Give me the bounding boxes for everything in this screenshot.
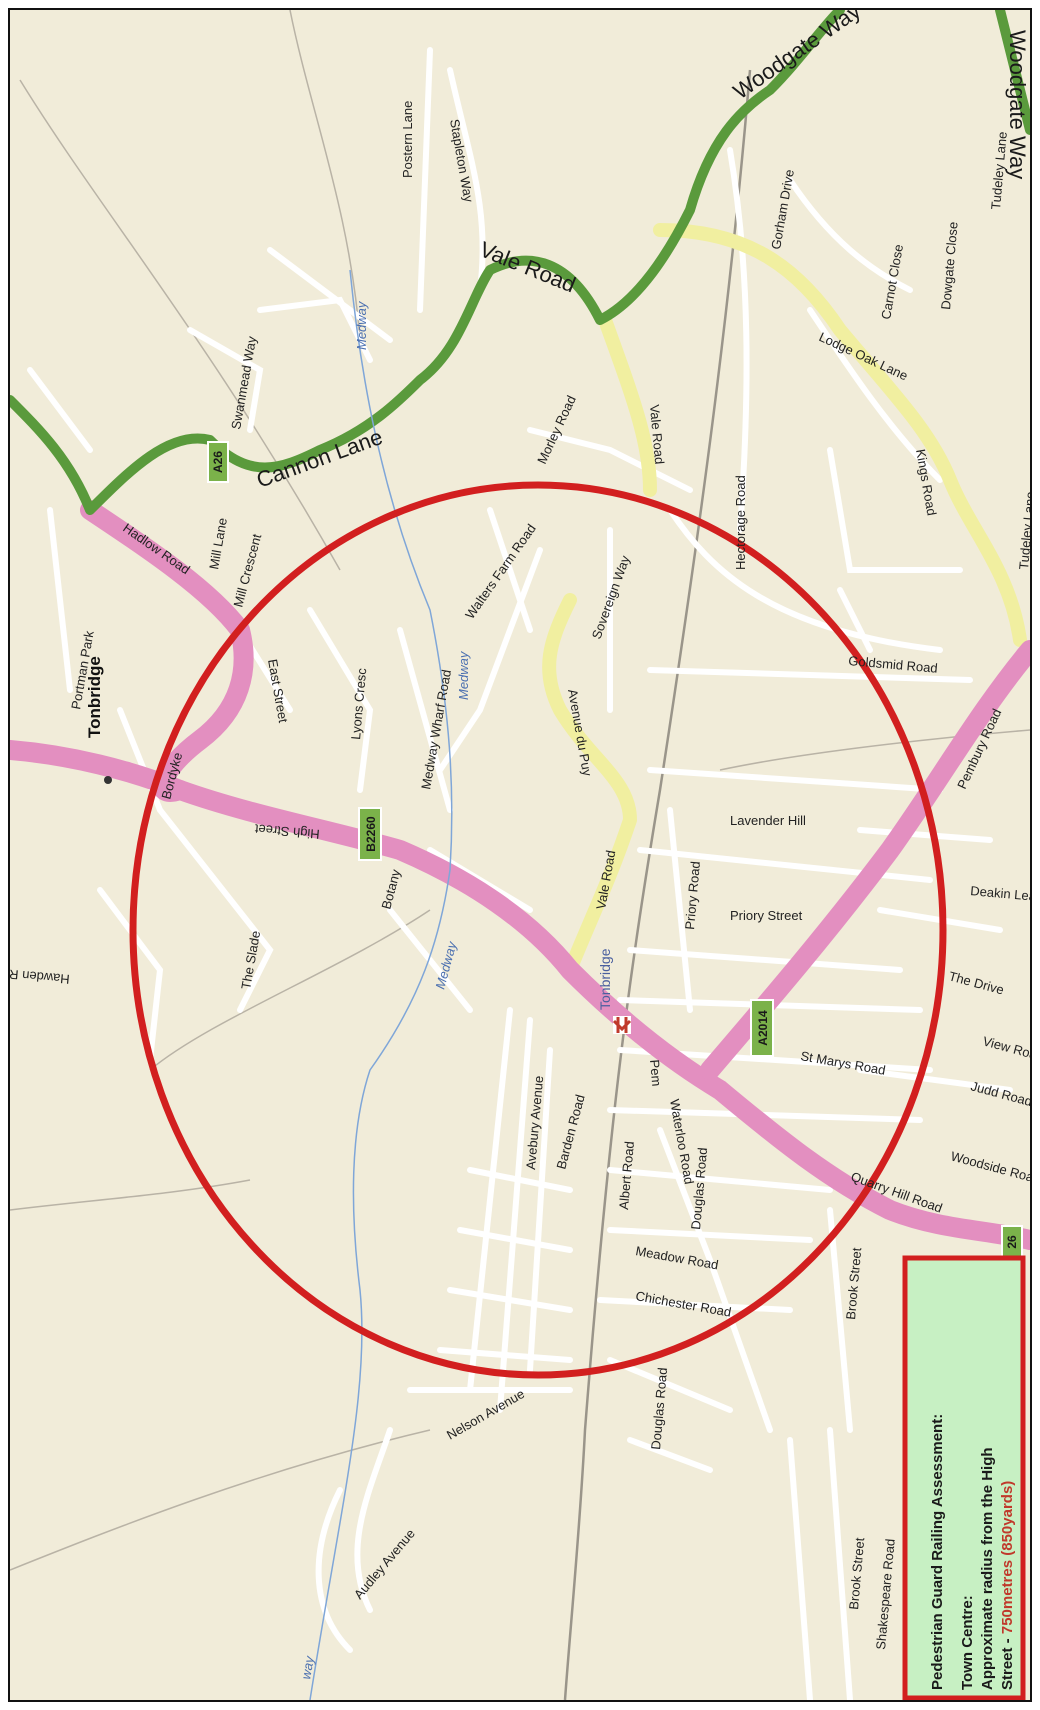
svg-text:Douglas Road: Douglas Road	[648, 1367, 670, 1450]
label-lyons-crescent: Lyons Cresc	[348, 667, 369, 740]
minor-roads	[27, 47, 1013, 1700]
label-deakin-leas: Deakin Leas	[970, 883, 1030, 904]
svg-text:Tonbridge: Tonbridge	[597, 948, 613, 1010]
svg-text:Lavender Hill: Lavender Hill	[730, 813, 806, 828]
svg-text:Town Centre:: Town Centre:	[959, 1595, 976, 1690]
water-label-2: Medway	[456, 650, 471, 700]
green-routes	[10, 10, 1030, 515]
legend-radius-value: 750metres (850yards)	[999, 1481, 1016, 1634]
water-label-1: Medway	[354, 300, 369, 350]
svg-text:Priory Road: Priory Road	[682, 861, 703, 931]
label-hectorage-road: Hectorage Road	[733, 475, 748, 570]
label-brook-street-s: Brook Street	[846, 1537, 867, 1611]
svg-text:Brook Street: Brook Street	[846, 1537, 867, 1611]
label-pem: Pem	[647, 1059, 664, 1087]
svg-text:26: 26	[1005, 1235, 1019, 1249]
label-douglas-road-s: Douglas Road	[648, 1367, 670, 1450]
town-marker	[104, 776, 112, 784]
svg-text:Medway: Medway	[456, 650, 471, 700]
label-postern-lane: Postern Lane	[400, 101, 415, 178]
route-shield-a26-north: A26	[207, 441, 229, 483]
legend-line1: Town Centre:	[959, 1595, 976, 1690]
label-high-street: High Street	[254, 821, 320, 842]
svg-text:B2260: B2260	[364, 816, 378, 852]
svg-text:Medway: Medway	[354, 300, 369, 350]
map-frame: A26 B2260 A2014 26 Tonbridge Tonbridge M…	[8, 8, 1032, 1702]
svg-text:way: way	[298, 1654, 317, 1681]
label-woodgate-way-2: Woodgate Way	[1005, 30, 1030, 179]
route-shield-a2014: A2014	[750, 999, 774, 1057]
svg-text:Approximate radius from the Hi: Approximate radius from the High	[979, 1447, 996, 1690]
legend-box: Pedestrian Guard Railing Assessment: Tow…	[902, 1255, 1026, 1700]
station-label[interactable]: Tonbridge	[597, 948, 613, 1010]
rail-station-icon[interactable]	[612, 1016, 632, 1034]
svg-text:A2014: A2014	[756, 1010, 770, 1046]
radius-circle	[129, 481, 947, 1379]
label-vale-road-mid: Vale Road	[647, 404, 667, 465]
svg-text:Postern Lane: Postern Lane	[400, 101, 415, 178]
label-lavender-hill: Lavender Hill	[730, 813, 806, 828]
route-shield-a26-south: 26	[1001, 1225, 1023, 1259]
svg-text:Brook Street: Brook Street	[843, 1247, 864, 1321]
svg-text:Tonbridge: Tonbridge	[85, 656, 104, 738]
svg-text:Lyons Cresc: Lyons Cresc	[348, 667, 369, 740]
svg-text:Vale Road: Vale Road	[647, 404, 667, 465]
legend-line3: Street - 750metres (850yards)	[999, 1481, 1016, 1690]
svg-text:Deakin Leas: Deakin Leas	[970, 883, 1030, 904]
yellow-roads	[542, 223, 1027, 977]
label-priory-road: Priory Road	[682, 861, 703, 931]
river-medway	[309, 269, 453, 1700]
grey-lines	[10, 10, 1030, 1571]
svg-text:Street - 750metres (850yards): Street - 750metres (850yards)	[999, 1481, 1016, 1690]
svg-text:Hectorage Road: Hectorage Road	[733, 475, 748, 570]
map-canvas[interactable]: A26 B2260 A2014 26 Tonbridge Tonbridge M…	[10, 10, 1030, 1700]
town-label[interactable]: Tonbridge	[85, 656, 104, 738]
svg-text:Tudeley Lane: Tudeley Lane	[988, 131, 1010, 210]
legend-title: Pedestrian Guard Railing Assessment:	[929, 1414, 946, 1690]
svg-text:A26: A26	[211, 451, 225, 473]
legend-line2: Approximate radius from the High	[979, 1447, 996, 1690]
label-tudeley-lane-n: Tudeley Lane	[988, 131, 1010, 210]
svg-text:Priory Street: Priory Street	[730, 908, 803, 923]
svg-text:Pedestrian Guard Railing Asses: Pedestrian Guard Railing Assessment:	[929, 1414, 946, 1690]
svg-text:Douglas Road: Douglas Road	[688, 1147, 710, 1230]
label-albert-road: Albert Road	[616, 1141, 637, 1211]
label-douglas-road: Douglas Road	[688, 1147, 710, 1230]
water-label-4: way	[298, 1654, 317, 1681]
svg-text:High Street: High Street	[254, 821, 320, 842]
route-shield-b2260: B2260	[358, 807, 382, 861]
svg-text:Pem: Pem	[647, 1059, 664, 1087]
map-background	[10, 10, 1030, 1700]
label-brook-street-n: Brook Street	[843, 1247, 864, 1321]
label-priory-street: Priory Street	[730, 908, 803, 923]
svg-text:Woodgate Way: Woodgate Way	[1005, 30, 1030, 179]
legend-line3-prefix: Street -	[999, 1634, 1016, 1690]
svg-text:Albert Road: Albert Road	[616, 1141, 637, 1211]
